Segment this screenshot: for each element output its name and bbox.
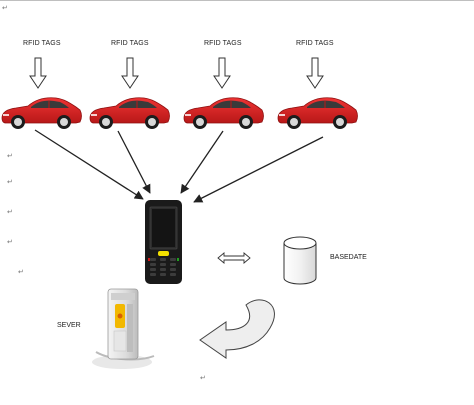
- car-1-icon: [1, 97, 82, 130]
- paragraph-mark: ↵: [200, 374, 206, 382]
- server-label: SEVER: [57, 322, 81, 329]
- car-2-to-reader-arrow: [117, 130, 151, 194]
- paragraph-mark: ↵: [18, 268, 24, 276]
- page-top-rule: [0, 0, 474, 1]
- paragraph-mark: ↵: [7, 208, 13, 216]
- car-4-icon: [277, 97, 358, 130]
- reader-database-sync-arrow: [217, 252, 251, 264]
- rfid-tag-label-4: RFID TAGS: [296, 40, 334, 47]
- rfid-down-arrow-2: [121, 57, 139, 89]
- paragraph-mark: ↵: [7, 178, 13, 186]
- database-label: BASEDATE: [330, 254, 367, 261]
- car-2-icon: [89, 97, 170, 130]
- paragraph-mark: ↵: [7, 152, 13, 160]
- curved-return-arrow: [199, 299, 275, 359]
- car-4-to-reader-arrow: [193, 136, 324, 203]
- rfid-tag-label-2: RFID TAGS: [111, 40, 149, 47]
- rfid-down-arrow-4: [306, 57, 324, 89]
- paragraph-mark: ↵: [2, 4, 8, 12]
- paragraph-mark: ↵: [7, 238, 13, 246]
- car-3-to-reader-arrow: [180, 130, 224, 194]
- rfid-down-arrow-3: [213, 57, 231, 89]
- rfid-tag-label-1: RFID TAGS: [23, 40, 61, 47]
- car-1-to-reader-arrow: [34, 129, 144, 200]
- car-3-icon: [183, 97, 264, 130]
- handheld-reader-icon: [145, 200, 182, 284]
- rfid-down-arrow-1: [29, 57, 47, 89]
- database-cylinder-icon: [283, 236, 317, 285]
- rfid-tag-label-3: RFID TAGS: [204, 40, 242, 47]
- server-tower-icon: [92, 288, 155, 369]
